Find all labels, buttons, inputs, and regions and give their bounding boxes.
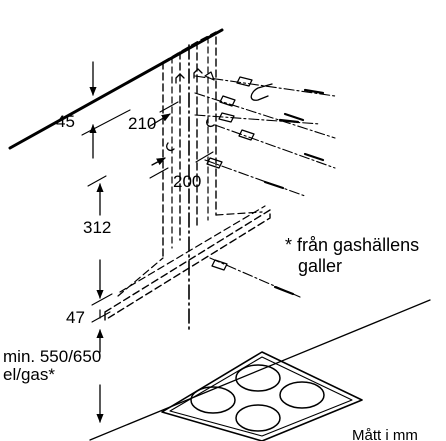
- screw-row-5: [204, 157, 306, 197]
- dim-200-ext-right: [195, 151, 214, 163]
- dim-210-label: 210: [128, 114, 157, 133]
- worktop-line: [89, 299, 431, 441]
- dim-210-arrow: [149, 113, 171, 127]
- upper-bracket: [175, 68, 203, 84]
- lower-bracket: [166, 118, 215, 152]
- dim-45-label: 45: [56, 112, 75, 131]
- dim-47-ext: [91, 311, 111, 323]
- chimney-outline: [162, 31, 217, 259]
- dim-210-ext: [159, 101, 179, 113]
- units-label: Mått i mm: [352, 427, 418, 441]
- dim-312-label: 312: [83, 218, 112, 237]
- dim-200-label: 200: [173, 172, 202, 191]
- hood-canopy: [104, 209, 271, 321]
- dim-min-label-line2: el/gas*: [3, 365, 55, 384]
- dim-200-ext-left: [149, 167, 169, 179]
- screw-row-1: [194, 71, 336, 97]
- dim-312-ext-bottom: [91, 293, 113, 306]
- cooktop-inner: [169, 356, 353, 437]
- cooktop: [161, 351, 363, 441]
- screw-row-3: [194, 112, 321, 125]
- cooktop-zone-2: [235, 364, 281, 392]
- ceiling-line: [8, 28, 224, 150]
- gas-grate-note-line2: galler: [298, 256, 343, 276]
- dim-45-ext: [81, 109, 131, 136]
- dim-47-label: 47: [66, 308, 85, 327]
- dim-min-label-line1: min. 550/650: [3, 347, 102, 366]
- hood-canopy-slope: [117, 205, 266, 297]
- gas-grate-note-line1: * från gashällens: [285, 235, 420, 255]
- screw-row-4: [214, 124, 336, 169]
- cooktop-zone-3: [279, 381, 325, 409]
- cooktop-zone-4: [235, 404, 281, 432]
- chimney-inner: [171, 36, 209, 249]
- screw-row-6: [209, 257, 301, 298]
- screw-row-2: [194, 83, 336, 139]
- cooktop-zone-1: [190, 386, 236, 414]
- dim-312-ext-top: [87, 175, 107, 187]
- dim-200-arrow: [151, 157, 166, 166]
